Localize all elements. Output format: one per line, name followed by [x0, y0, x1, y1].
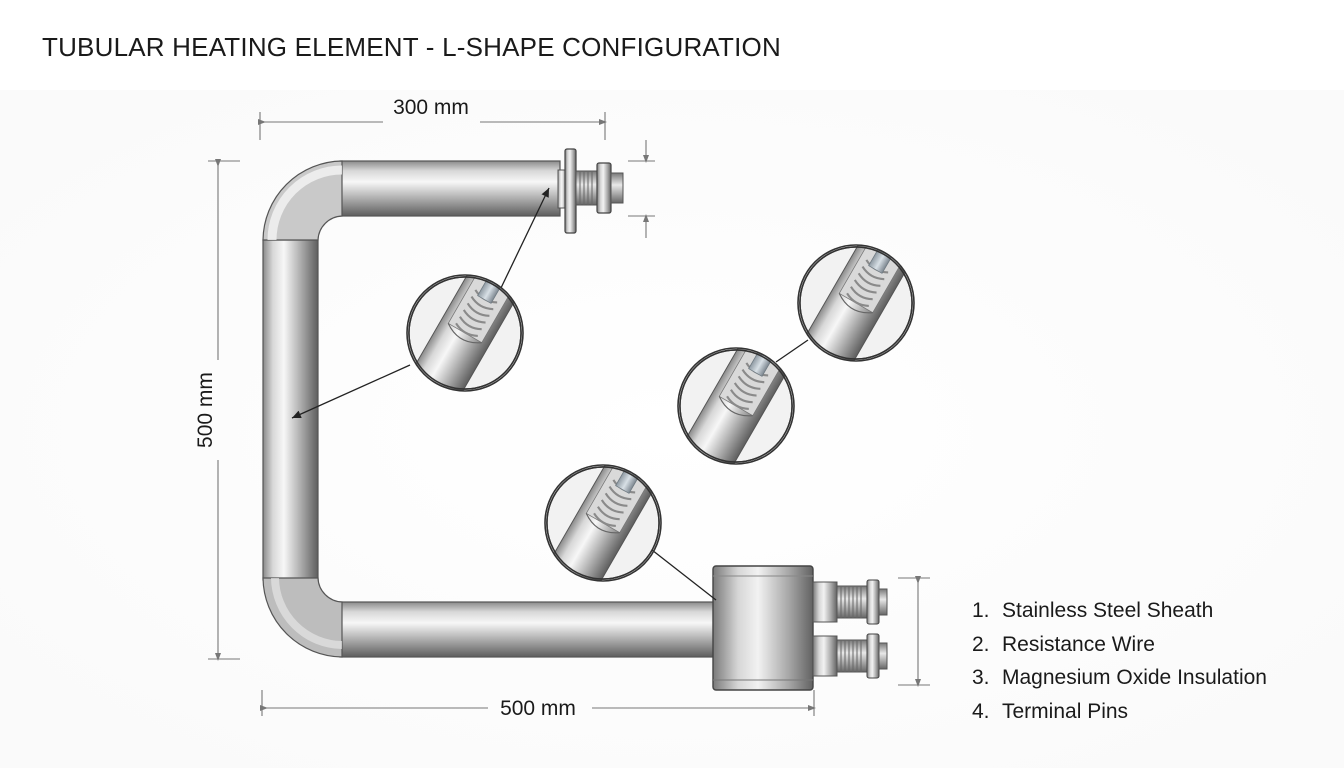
legend-label: Resistance Wire [1002, 632, 1155, 656]
dim-top [258, 112, 607, 140]
terminal-block [712, 565, 814, 691]
legend-label: Stainless Steel Sheath [1002, 599, 1214, 622]
legend-item: 1. Stainless Steel Sheath [972, 594, 1267, 628]
top-terminal-fitting [557, 148, 624, 234]
dim-left-label: 500 mm [194, 372, 217, 448]
terminal-pin-lower [812, 633, 888, 679]
dim-top-label: 300 mm [393, 96, 469, 119]
legend-number: 4. [972, 699, 990, 723]
legend-label: Terminal Pins [1002, 699, 1129, 723]
dim-bottom-label: 500 mm [500, 697, 576, 720]
terminal-pin-upper [812, 579, 888, 625]
dim-bottom [260, 690, 816, 716]
component-legend: 1. Stainless Steel Sheath 2. Resistance Wi… [972, 594, 1267, 728]
dim-terminal-bottom [898, 576, 930, 687]
legend-number: 1. [972, 599, 990, 622]
leader-lines [291, 187, 809, 601]
legend-label: Magnesium Oxide Insulation [1002, 666, 1267, 689]
dim-left [208, 159, 240, 661]
legend-item: 3. Magnesium Oxide Insulation [972, 661, 1267, 695]
diagram-title: TUBULAR HEATING ELEMENT - L-SHAPE CONFIG… [42, 32, 781, 62]
legend-item: 4. Terminal Pins [972, 695, 1267, 729]
heating-tube [262, 160, 721, 658]
legend-item: 2. Resistance Wire [972, 628, 1267, 662]
legend-number: 3. [972, 666, 990, 689]
dim-terminal-top [628, 140, 655, 238]
legend-number: 2. [972, 632, 990, 656]
